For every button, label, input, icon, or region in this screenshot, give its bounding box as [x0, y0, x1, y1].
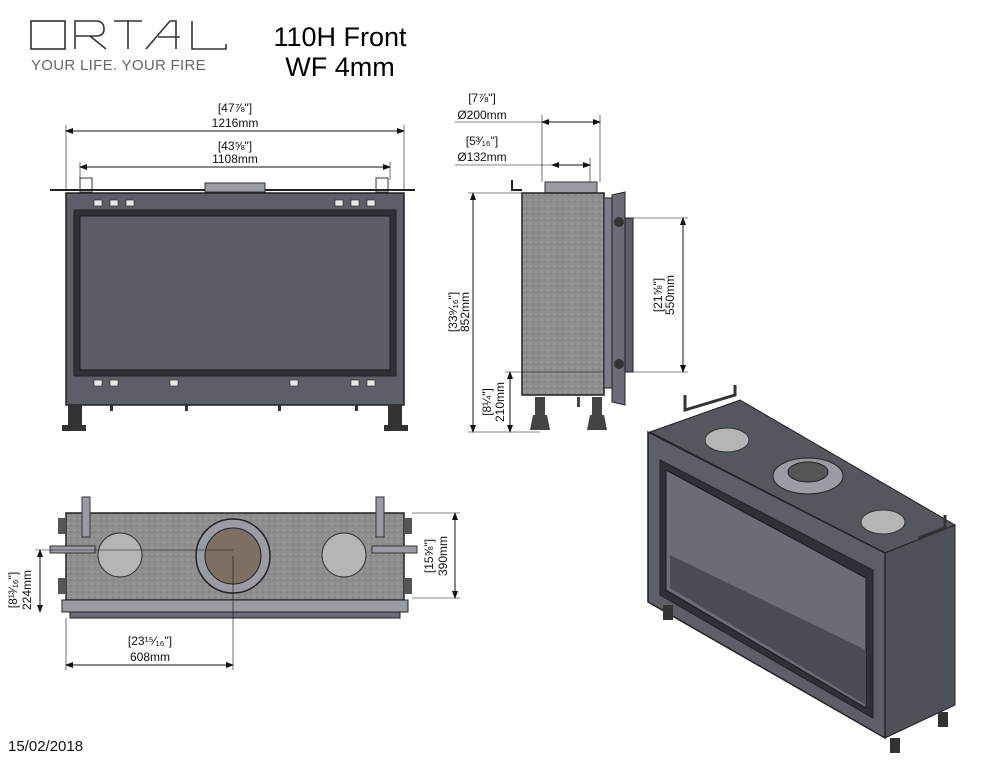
overall-height-mm: 852mm — [458, 292, 472, 332]
drawing-date: 15/02/2018 — [8, 738, 84, 755]
dim-opening-width: [43⅝"] 1108mm — [79, 139, 391, 180]
flue-offset-depth-inch: [8¹³⁄₁₆"] — [6, 572, 20, 609]
title-glass: WF 4mm — [285, 52, 395, 82]
logo-wordmark-graphic — [30, 20, 227, 50]
isometric-view — [647, 385, 957, 753]
glass-height-inch: [21⅝"] — [651, 278, 665, 312]
front-view — [50, 177, 415, 431]
flue-inner-mm: Ø132mm — [457, 150, 506, 164]
overall-height-inch: [33⁹⁄₁₆"] — [446, 292, 460, 332]
dim-flue-inner: [5³⁄₁₆"] Ø132mm — [455, 134, 591, 182]
overall-width-mm: 1216mm — [212, 116, 259, 130]
depth-mm: 390mm — [436, 536, 450, 576]
overall-width-inch: [47⅞"] — [218, 101, 252, 115]
flue-offset-depth-mm: 224mm — [20, 570, 34, 610]
flue-outer-inch: [7⅞"] — [468, 91, 496, 105]
flue-outer-mm: Ø200mm — [457, 108, 506, 122]
dim-flue-offset-depth: [8¹³⁄₁₆"] 224mm — [6, 549, 233, 613]
dim-leg-height: [8¼"] 210mm — [480, 371, 604, 433]
drawing-title: 110H Front WF 4mm — [262, 22, 418, 82]
title-model: 110H Front — [273, 22, 407, 52]
dim-overall-width: [47⅞"] 1216mm — [65, 101, 405, 190]
dim-depth: [15⅝"] 390mm — [412, 512, 460, 599]
opening-width-inch: [43⅝"] — [218, 139, 252, 153]
depth-inch: [15⅝"] — [422, 539, 436, 573]
flue-inner-inch: [5³⁄₁₆"] — [466, 134, 499, 148]
side-view — [511, 180, 634, 430]
logo — [30, 20, 230, 57]
logo-tagline: YOUR LIFE. YOUR FIRE — [31, 57, 206, 74]
leg-height-inch: [8¼"] — [480, 388, 494, 416]
dim-flue-outer: [7⅞"] Ø200mm — [455, 91, 601, 182]
dim-overall-height: [33⁹⁄₁₆"] 852mm — [446, 192, 540, 433]
flue-offset-width-mm: 608mm — [130, 650, 170, 664]
opening-width-mm: 1108mm — [212, 152, 258, 166]
leg-height-mm: 210mm — [493, 382, 507, 422]
glass-height-mm: 550mm — [663, 275, 677, 315]
top-view — [49, 496, 418, 619]
dim-glass-height: [21⅝"] 550mm — [633, 217, 688, 373]
flue-offset-width-inch: [23¹⁵⁄₁₆"] — [128, 634, 172, 648]
dim-flue-offset-width: [23¹⁵⁄₁₆"] 608mm — [65, 556, 234, 670]
